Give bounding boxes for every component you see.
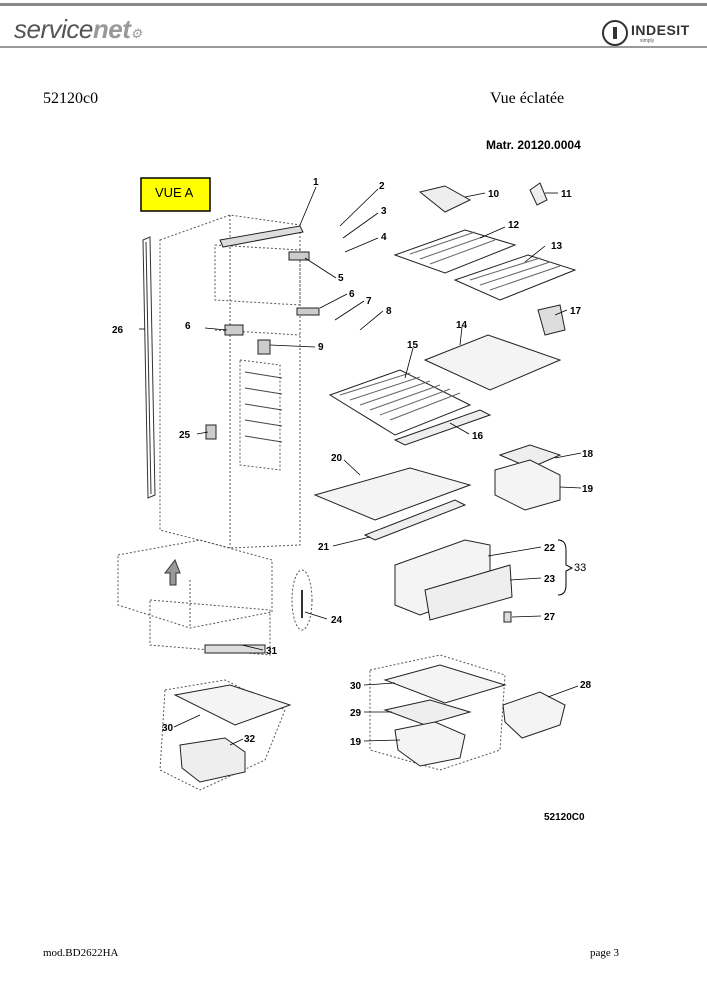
crisper-front-23: [424, 564, 513, 621]
door-seal: [142, 236, 156, 499]
lower-kit-left: [159, 679, 286, 791]
part-label-2: 2: [379, 181, 385, 192]
glass-shelf-20: [313, 467, 472, 521]
wire-rack-15: [328, 369, 472, 436]
part-label-25: 25: [179, 430, 191, 441]
fan-oval: [291, 569, 313, 631]
part-label-32: 32: [244, 734, 256, 745]
cover-29: [383, 699, 472, 726]
part-label-29: 29: [350, 708, 362, 719]
shelf-trim-21: [363, 499, 467, 541]
part-label-10: 10: [488, 189, 500, 200]
part-label-3: 3: [381, 206, 387, 217]
part-label-24: 24: [331, 615, 343, 626]
box-19-lower: [394, 721, 466, 767]
exploded-view-diagram: VUE A: [112, 177, 594, 791]
part-label-8: 8: [386, 306, 392, 317]
arrow-up: [163, 558, 181, 586]
header-bottom-rule: [0, 46, 707, 48]
part-label-15: 15: [407, 340, 419, 351]
scraper: [529, 182, 548, 206]
part-label-7: 7: [366, 296, 372, 307]
clip-27: [503, 611, 512, 623]
part-label-9: 9: [318, 342, 324, 353]
bracket-17: [537, 304, 566, 336]
wire-shelf-13: [453, 254, 577, 301]
part-label-4: 4: [381, 232, 387, 243]
part-label-13: 13: [551, 241, 563, 252]
bracket-33: [557, 539, 574, 596]
part-label-30-left: 30: [162, 723, 174, 734]
indesit-logo-icon: [602, 20, 628, 46]
header-bar: servicenet⚙ INDESIT simply: [0, 0, 707, 52]
fridge-cabinet: [159, 214, 301, 549]
egg-tray: [179, 737, 246, 783]
servicenet-logo: servicenet⚙: [14, 14, 142, 44]
part-label-27: 27: [544, 612, 556, 623]
part-label-22: 22: [544, 543, 556, 554]
part-label-18: 18: [582, 449, 594, 460]
part-labels: 1 2 3 4 5 6 7 8 6 9 10 11 12 13 17 14 26…: [112, 177, 594, 748]
vue-a-box: [140, 177, 211, 212]
part-label-31: 31: [266, 646, 278, 657]
part-label-12: 12: [508, 220, 520, 231]
bottom-drawer: [117, 539, 273, 656]
document-title: Vue éclatée: [490, 90, 565, 107]
part-label-28: 28: [580, 680, 592, 691]
top-strip: [219, 225, 304, 248]
header-top-rule: [0, 3, 707, 6]
shelf-guides: [244, 371, 283, 443]
glass-shelf-30-right: [383, 664, 507, 704]
part-label-23: 23: [544, 574, 556, 585]
part-label-16: 16: [472, 431, 484, 442]
part-label-14: 14: [456, 320, 468, 331]
part-label-19-upper: 19: [582, 484, 594, 495]
glass-shelf-14: [423, 334, 562, 391]
page-number: page 3: [590, 947, 620, 959]
part-label-26: 26: [112, 325, 124, 336]
wire-shelf-12: [393, 229, 517, 274]
part-label-30-right: 30: [350, 681, 362, 692]
part-label-5: 5: [338, 273, 344, 284]
shelf-trim-16: [393, 409, 492, 446]
glass-shelf-30-left: [173, 684, 292, 726]
dish-28: [502, 691, 566, 739]
part-label-21: 21: [318, 542, 330, 553]
part-label-6-right: 6: [349, 289, 355, 300]
document-code: 52120c0: [43, 90, 99, 107]
part-label-6-left: 6: [185, 321, 191, 332]
drawing-reference: 52120C0: [544, 812, 585, 823]
leader-lines: [139, 186, 582, 746]
ice-tray: [418, 185, 472, 213]
part-label-19-lower: 19: [350, 737, 362, 748]
part-label-33: 33: [574, 562, 586, 574]
vue-a-label: VUE A: [155, 185, 194, 200]
part-label-17: 17: [570, 306, 582, 317]
matricule: Matr. 20120.0004: [486, 138, 581, 152]
part-label-11: 11: [561, 189, 572, 200]
model-number: mod.BD2622HA: [43, 947, 119, 959]
box-19-upper: [494, 459, 561, 511]
part-label-1: 1: [313, 177, 319, 188]
part-label-20: 20: [331, 453, 343, 464]
